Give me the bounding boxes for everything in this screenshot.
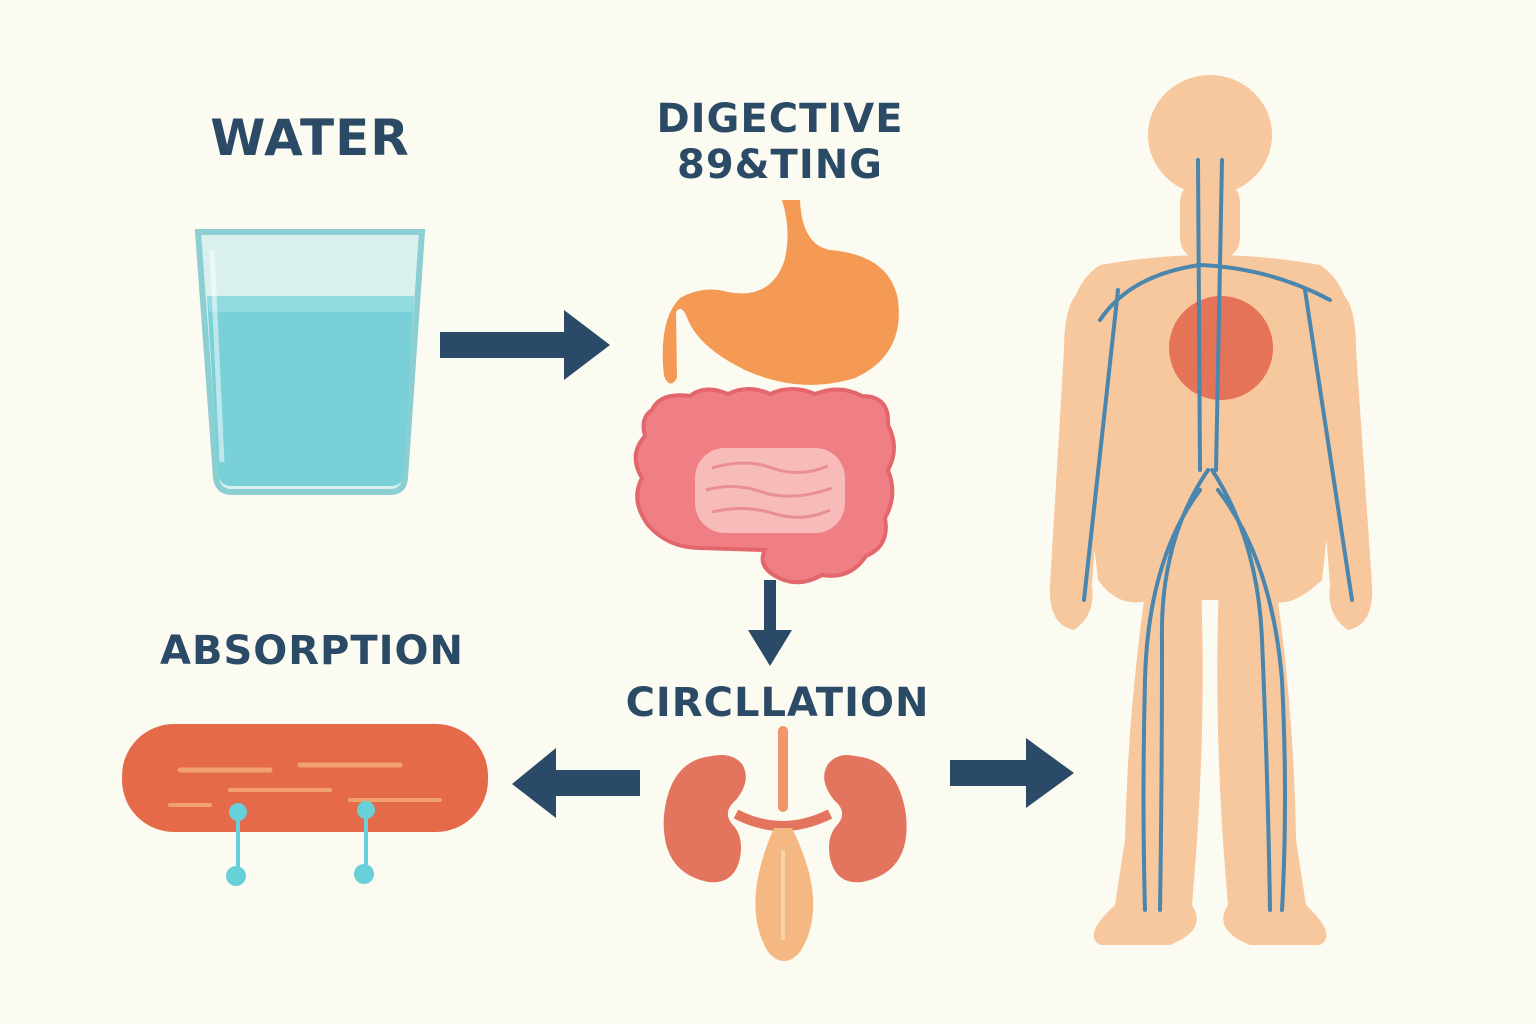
droplet-left-bottom xyxy=(226,866,246,886)
glass-highlight xyxy=(209,249,225,463)
body-leg-right xyxy=(1217,560,1327,945)
water-label: WATER xyxy=(210,109,410,167)
vessel-arm-left xyxy=(1082,288,1120,602)
glass-water xyxy=(207,296,414,486)
digestive-label-line2: 89&TING xyxy=(676,142,884,188)
body-torso xyxy=(1070,255,1350,603)
kidney-left xyxy=(663,755,746,883)
stomach-icon xyxy=(662,200,899,385)
digestive-label-line1: DIGECTIVE xyxy=(656,96,904,142)
vessel-leg-left-2 xyxy=(1141,488,1202,912)
absorption-label: ABSORPTION xyxy=(160,628,465,674)
arrow-down xyxy=(748,580,792,666)
droplet-right-top xyxy=(357,801,375,819)
intestine-fold-1 xyxy=(711,461,829,474)
arrow-right-2 xyxy=(950,738,1074,808)
intestinal-tissue-icon xyxy=(122,724,488,886)
droplet-right-bottom xyxy=(354,864,374,884)
circulation-label: CIRCLLATION xyxy=(625,680,930,726)
water-glass-icon xyxy=(194,229,426,495)
ureter-connector xyxy=(733,809,833,831)
digestive-label: DIGECTIVE 89&TING xyxy=(640,96,920,188)
tissue-body xyxy=(122,724,488,832)
kidney-right xyxy=(824,755,907,883)
vessel-spine-2 xyxy=(1214,158,1224,472)
vessel-shoulders xyxy=(1098,262,1332,322)
blood-vessels xyxy=(1082,158,1354,912)
droplet-right xyxy=(354,801,375,884)
kidneys-icon xyxy=(663,726,907,961)
intestine-inner xyxy=(695,448,845,533)
vessel-arm-right xyxy=(1303,288,1354,602)
heart-icon xyxy=(1169,296,1273,400)
intestine-fold-2 xyxy=(705,485,833,498)
arrow-left xyxy=(512,748,640,818)
intestine-fold-3 xyxy=(711,506,831,519)
droplet-left xyxy=(226,803,247,886)
body-arm-left xyxy=(1049,290,1110,630)
arrow-right-1 xyxy=(440,310,610,380)
human-body-icon xyxy=(1049,75,1373,945)
body-arm-right xyxy=(1310,290,1373,630)
intestines-icon xyxy=(633,387,896,585)
urethra-tube xyxy=(778,726,788,812)
body-neck xyxy=(1180,180,1240,260)
stomach-body xyxy=(662,200,899,385)
body-head xyxy=(1148,75,1272,195)
body-leg-left xyxy=(1093,560,1203,945)
water-surface xyxy=(207,296,414,312)
vessel-spine-1 xyxy=(1196,158,1202,472)
vessel-leg-right-2 xyxy=(1216,488,1287,912)
droplet-left-top xyxy=(229,803,247,821)
